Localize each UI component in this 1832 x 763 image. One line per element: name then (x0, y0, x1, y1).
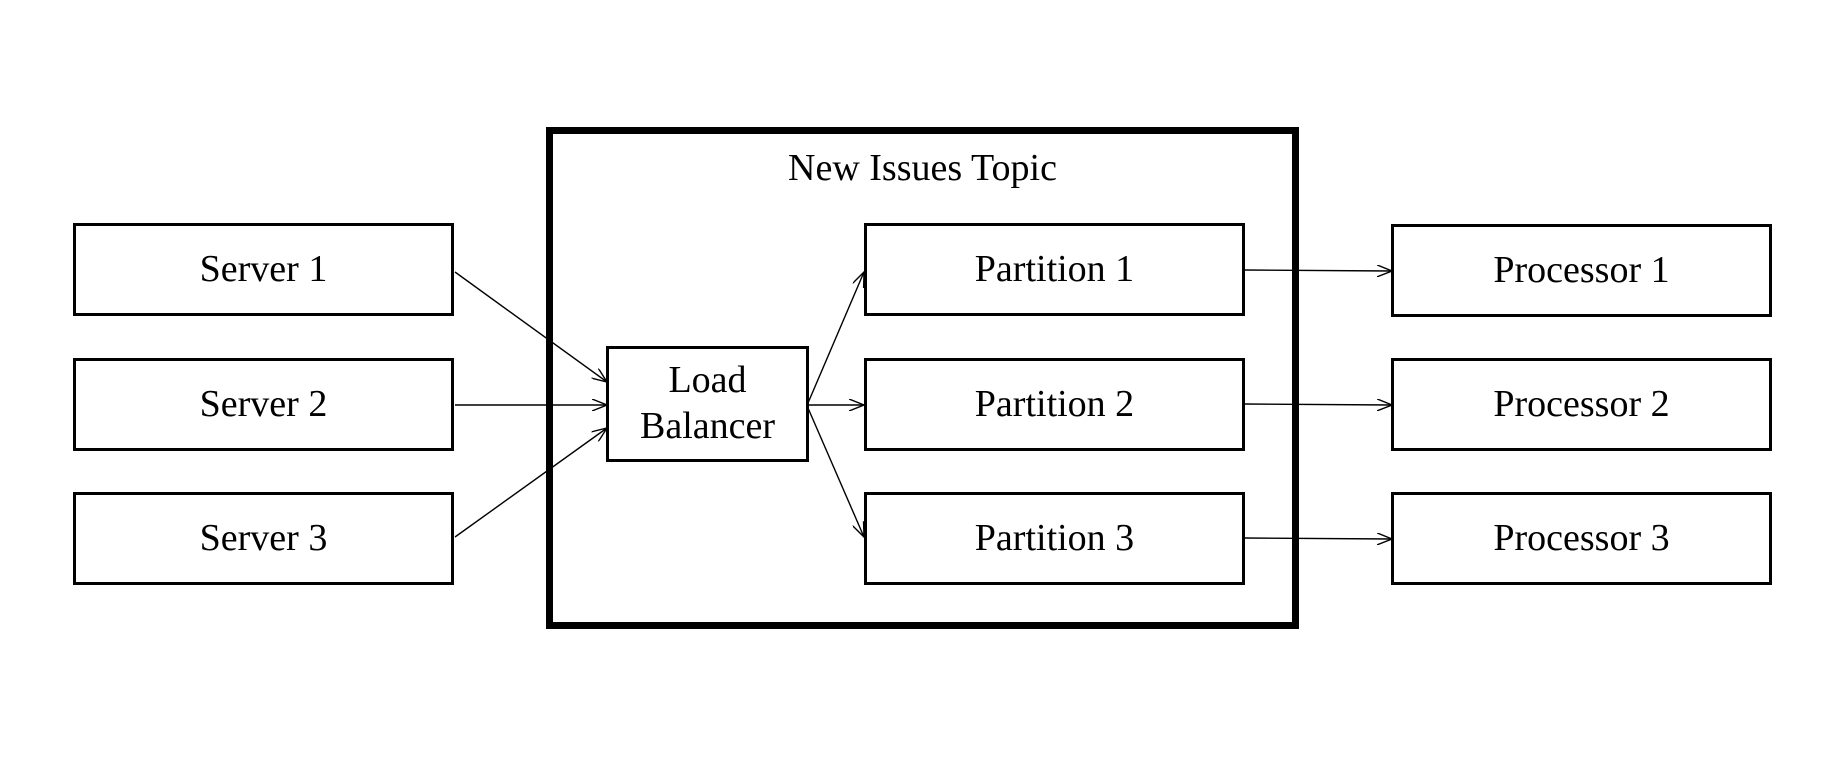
processor-2-box: Processor 2 (1391, 358, 1772, 451)
partition-2-label: Partition 2 (974, 382, 1135, 425)
arrow-partition3-to-processor3 (1243, 538, 1392, 539)
server-1-box: Server 1 (73, 223, 454, 316)
server-2-box: Server 2 (73, 358, 454, 451)
new-issues-topic-container: New Issues Topic (546, 127, 1299, 629)
server-3-box: Server 3 (73, 492, 454, 585)
partition-2-box: Partition 2 (864, 358, 1245, 451)
processor-1-label: Processor 1 (1493, 248, 1670, 291)
partition-1-box: Partition 1 (864, 223, 1245, 316)
load-balancer-label-line1: Load (668, 359, 747, 402)
processor-1-box: Processor 1 (1391, 224, 1772, 317)
arrow-partition2-to-processor2 (1243, 404, 1392, 405)
server-3-label: Server 3 (199, 516, 328, 559)
arrow-server3-to-load-balancer (454, 428, 607, 538)
arrow-partition1-to-processor1 (1243, 270, 1392, 271)
partition-3-box: Partition 3 (864, 492, 1245, 585)
partition-1-label: Partition 1 (974, 247, 1135, 290)
processor-2-label: Processor 2 (1493, 382, 1670, 425)
topic-title: New Issues Topic (788, 147, 1057, 189)
processor-3-label: Processor 3 (1493, 516, 1670, 559)
arrow-load-balancer-to-partition3 (807, 407, 864, 537)
processor-3-box: Processor 3 (1391, 492, 1772, 585)
server-1-label: Server 1 (199, 247, 328, 290)
arrow-load-balancer-to-partition1 (807, 272, 864, 404)
load-balancer-label-line2: Balancer (639, 405, 776, 447)
partition-3-label: Partition 3 (974, 516, 1135, 559)
server-2-label: Server 2 (199, 382, 328, 425)
arrow-server1-to-load-balancer (454, 271, 607, 382)
load-balancer-box: Load Balancer (606, 346, 809, 462)
